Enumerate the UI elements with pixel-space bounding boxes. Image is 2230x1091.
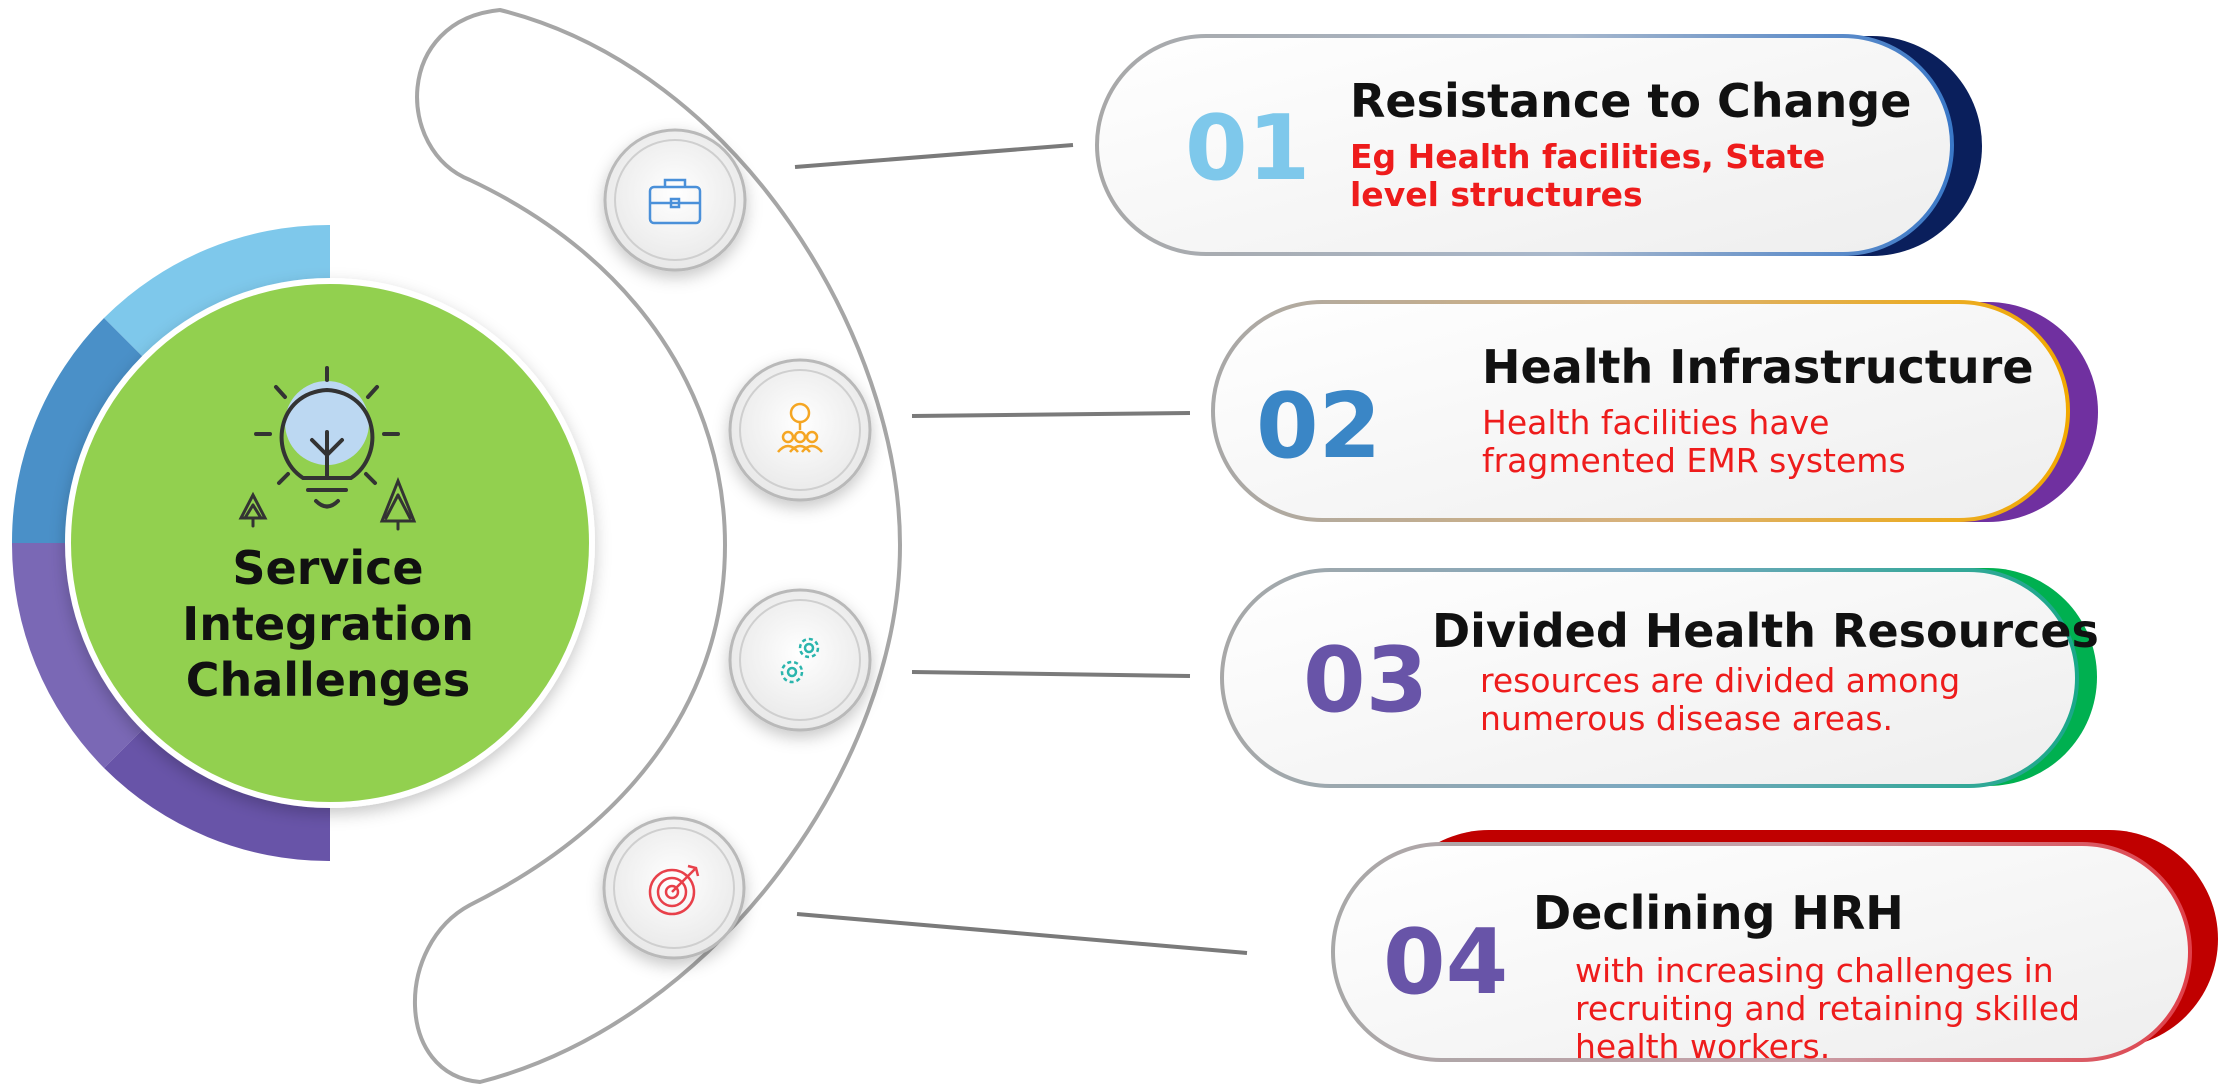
lightbulb-with-trees-icon	[238, 366, 417, 531]
target-icon-badge	[602, 816, 746, 960]
card-4-description: with increasing challenges in recruiting…	[1575, 951, 2080, 1066]
center-circle	[65, 278, 595, 808]
card-3-number: 03	[1303, 628, 1429, 733]
ring-segment-2	[11, 318, 144, 543]
target-icon	[648, 864, 700, 916]
card-1-description: Eg Health facilities, State level struct…	[1350, 137, 1826, 214]
team-idea-icon	[777, 402, 823, 453]
ring-segment-4	[104, 729, 330, 862]
briefcase-icon-badge	[603, 128, 747, 272]
briefcase-icon	[648, 178, 702, 225]
card-3-title: Divided Health Resources	[1432, 604, 2099, 658]
card-4-number: 04	[1383, 910, 1509, 1015]
ring-segment-3	[11, 543, 144, 768]
card-4-body	[1331, 842, 2192, 1062]
card-3-description: resources are divided among numerous dis…	[1480, 661, 1961, 738]
ring-segment-1	[104, 224, 330, 357]
card-2-description: Health facilities have fragmented EMR sy…	[1482, 403, 1906, 480]
challenge-card-3	[1220, 568, 2097, 788]
card-1-body	[1095, 34, 1954, 256]
gears-icon-badge	[728, 588, 872, 732]
card-1-title: Resistance to Change	[1350, 74, 1912, 128]
connector-line-4	[796, 912, 1248, 955]
card-4-title: Declining HRH	[1533, 886, 1904, 940]
card-1-number: 01	[1185, 96, 1311, 201]
card-2-number: 02	[1256, 374, 1382, 479]
challenge-card-2	[1211, 300, 2098, 522]
card-3-body	[1220, 568, 2079, 788]
connector-line-3	[911, 670, 1191, 678]
challenge-card-4	[1331, 830, 2218, 1062]
team-idea-icon-badge	[728, 358, 872, 502]
card-2-title: Health Infrastructure	[1482, 340, 2034, 394]
card-2-body	[1211, 300, 2070, 522]
gears-icon	[780, 637, 820, 684]
arc-frame	[413, 7, 903, 1085]
center-title: Service Integration Challenges	[182, 541, 474, 707]
connector-line-1	[794, 143, 1074, 169]
connector-line-2	[911, 411, 1191, 418]
challenge-card-1	[1095, 34, 1982, 256]
